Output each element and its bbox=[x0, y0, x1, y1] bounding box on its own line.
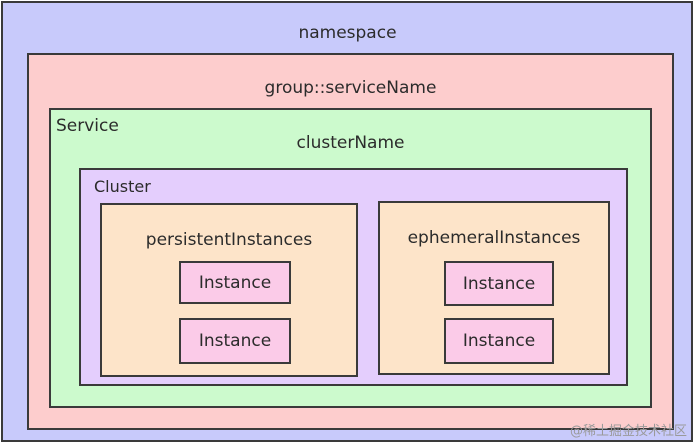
cluster-name-label: clusterName bbox=[296, 133, 405, 153]
group-service-name-label: group::serviceName bbox=[264, 78, 437, 98]
ephemeral-instances-label: ephemeralInstances bbox=[407, 228, 581, 248]
persistent-instances-label: persistentInstances bbox=[145, 230, 313, 250]
ephemeral-instance-1: Instance bbox=[444, 261, 554, 306]
watermark: @稀土掘金技术社区 bbox=[569, 424, 687, 439]
persistent-instance-1: Instance bbox=[179, 261, 291, 304]
cluster-label: Cluster bbox=[94, 177, 151, 196]
service-label: Service bbox=[56, 116, 119, 136]
namespace-label: namespace bbox=[298, 23, 397, 43]
ephemeral-instance-2: Instance bbox=[444, 318, 554, 364]
persistent-instance-2: Instance bbox=[179, 318, 291, 364]
